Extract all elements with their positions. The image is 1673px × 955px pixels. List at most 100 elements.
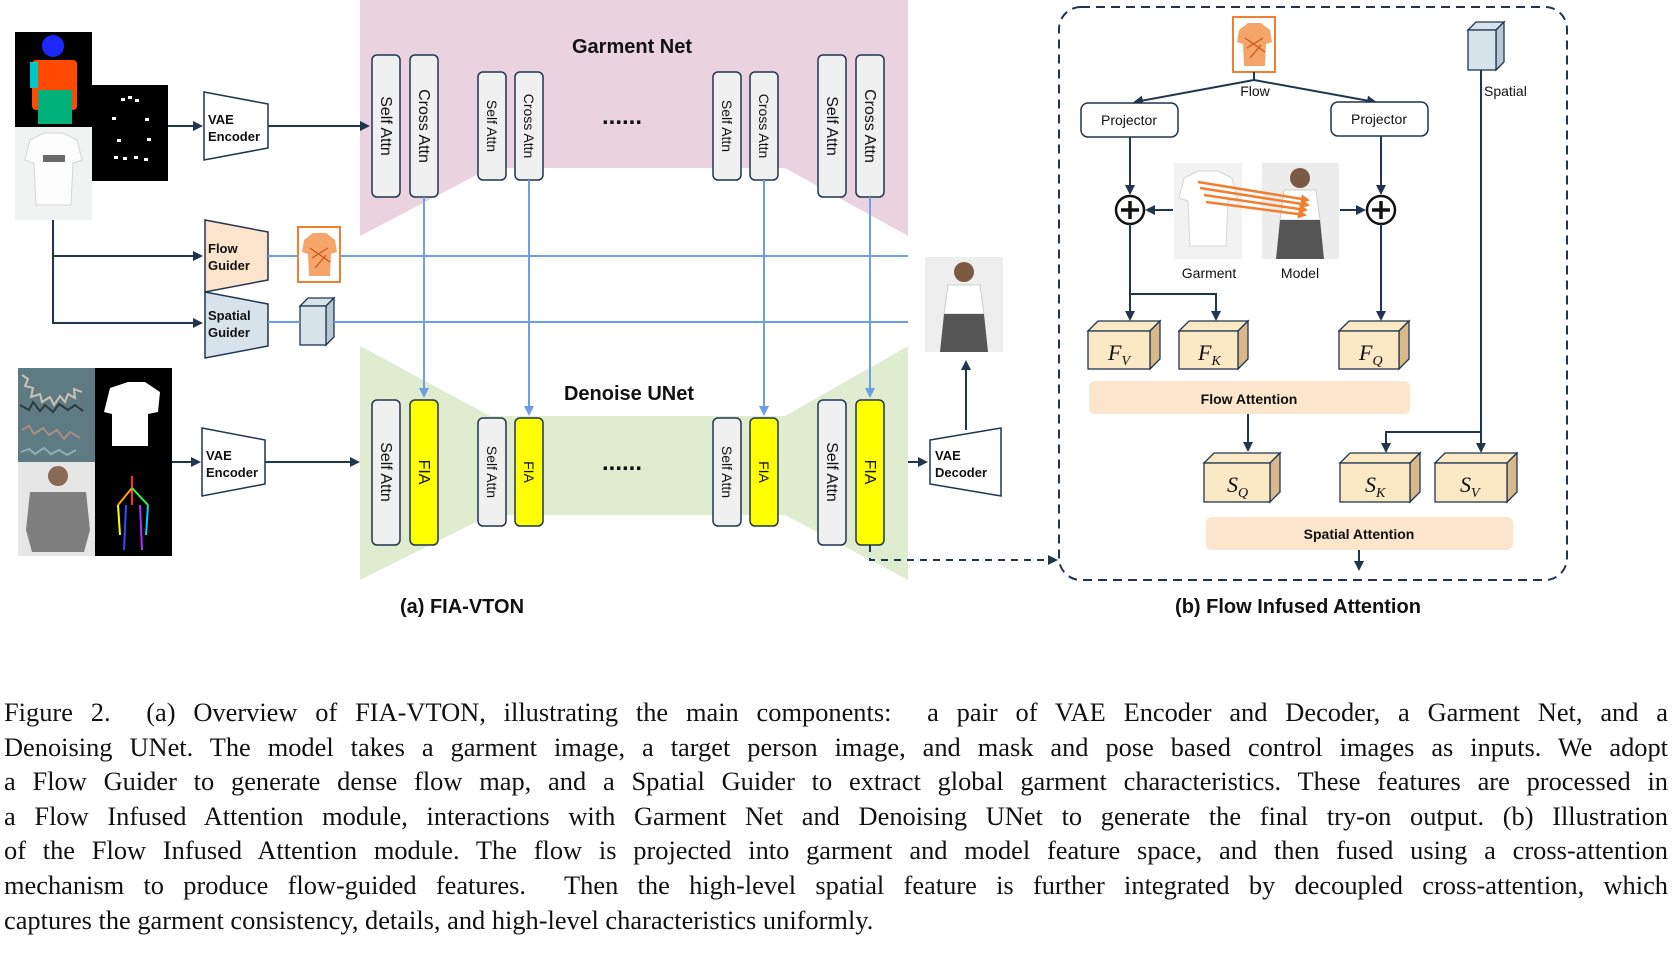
spatial-guider [204,291,269,359]
svg-text:FV: FV [1107,340,1131,369]
garment-photo [15,127,92,220]
caption-line: Denoising UNet. The model takes a garmen… [4,731,1668,762]
link-arrow-to-fia [869,545,1058,565]
svg-text:FK: FK [1197,340,1221,369]
garment-net-label: Garment Net [572,36,692,58]
sq-sub: Q [1238,486,1248,501]
flow-attention-bar [1089,381,1410,414]
vae-decoder [929,427,1002,497]
flow-label: Flow [1240,83,1270,99]
gn-self-attn-2: Self Attn [484,100,500,152]
flow-guider-line2: Guider [208,258,250,273]
spatial-attention-bar [1206,517,1513,550]
caption-line: mechanism to produce flow-guided feature… [4,869,1668,900]
plus-circle-icon [1114,194,1146,226]
spatial-cube-icon [1466,20,1506,72]
sk-main: S [1365,472,1376,497]
garment-net-shape [360,0,908,236]
flow-attention-label: Flow Attention [1201,391,1298,407]
spatial-label: Spatial [1484,83,1527,99]
garment-flow-thumbnail [297,226,341,283]
caption-line: Figure 2. (a) Overview of FIA-VTON, illu… [4,697,1668,727]
panel-b-frame [1058,6,1568,581]
projector-right [1330,101,1429,137]
panel-b-title: (b) Flow Infused Attention [1175,596,1421,618]
keypoints-image [92,85,168,181]
dn-fia-2: FIA [521,461,537,483]
fk-main: F [1197,340,1212,365]
garment-photo-b [1174,163,1242,259]
gn-cross-attn-1: Cross Attn [415,89,432,163]
dn-fia-3: FIA [756,461,772,483]
fv-main: F [1107,340,1122,365]
garment-label: Garment [1182,265,1237,281]
sq-main: S [1227,472,1238,497]
projector-right-label: Projector [1351,111,1407,127]
gn-cross-attn-4: Cross Attn [861,89,878,163]
svg-text:SQ: SQ [1227,472,1248,501]
vae-encoder-bottom [201,427,266,497]
sv-cube: SV [1433,451,1519,504]
dn-fia-1: FIA [415,460,432,485]
projector-left-label: Projector [1101,112,1157,128]
vae-encoder-bottom-line2: Encoder [206,465,258,480]
spatial-cube-icon [298,296,336,347]
svg-text:SV: SV [1460,472,1481,501]
vae-encoder-top-line2: Encoder [208,129,260,144]
figure-diagram: Garment Net Denoise UNet VAE Encoder Flo… [15,0,1568,618]
denoise-unet-shape [360,346,908,580]
caption-line: a Flow Guider to generate dense flow map… [4,766,1668,797]
output-person-photo [925,257,1003,352]
vae-encoder-top [203,91,269,161]
dn-self-attn-2: Self Attn [484,446,500,498]
fq-main: F [1358,340,1373,365]
caption-line: of the Flow Infused Attention module. Th… [4,835,1668,866]
gn-ellipsis: ...... [602,103,642,130]
gn-self-attn-4: Self Attn [823,96,840,156]
denoise-blocks: Self Attn FIA Self Attn FIA ...... Self … [371,399,885,546]
fv-cube: FV [1086,319,1162,371]
vae-encoder-bottom-line1: VAE [206,448,232,463]
vae-decoder-line2: Decoder [935,465,987,480]
flow-guider [204,219,269,293]
svg-text:FQ: FQ [1358,340,1383,369]
flow-guider-line1: Flow [208,241,238,256]
dn-self-attn-1: Self Attn [377,442,394,502]
vae-encoder-top-line1: VAE [208,112,234,127]
model-label: Model [1281,265,1319,281]
dn-self-attn-3: Self Attn [719,446,735,498]
sk-cube: SK [1338,451,1422,504]
vae-decoder-line1: VAE [935,448,961,463]
sq-cube: SQ [1202,451,1282,504]
svg-text:SK: SK [1365,472,1386,501]
pose-image [95,462,172,556]
dn-fia-4: FIA [861,460,878,485]
plus-circle-icon [1365,194,1397,226]
denoise-unet-label: Denoise UNet [564,383,694,405]
gn-cross-attn-2: Cross Attn [521,94,537,159]
person-masked-image [18,462,95,556]
fq-cube: FQ [1337,319,1411,371]
spatial-attention-label: Spatial Attention [1304,526,1415,542]
segmentation-image [15,32,92,127]
gn-cross-attn-3: Cross Attn [756,94,772,159]
fv-sub: V [1121,354,1131,369]
spatial-guider-line2: Guider [208,325,250,340]
flow-image [1232,16,1276,73]
spatial-guider-line1: Spatial [208,308,251,323]
caption-line: a Flow Infused Attention module, interac… [4,800,1668,831]
noise-image [18,368,95,462]
fq-sub: Q [1372,354,1382,369]
dn-self-attn-4: Self Attn [823,442,840,502]
gn-self-attn-3: Self Attn [719,100,735,152]
fk-cube: FK [1177,319,1250,371]
caption-line: captures the garment consistency, detail… [4,904,874,935]
flow-correspondence-arrows [1197,180,1310,219]
mask-image [95,368,172,462]
figure-caption: Figure 2. (a) Overview of FIA-VTON, illu… [4,695,1668,937]
sk-sub: K [1375,486,1386,501]
fk-sub: K [1210,354,1221,369]
sv-sub: V [1471,486,1481,501]
sv-main: S [1460,472,1471,497]
dn-ellipsis: ...... [602,449,642,476]
